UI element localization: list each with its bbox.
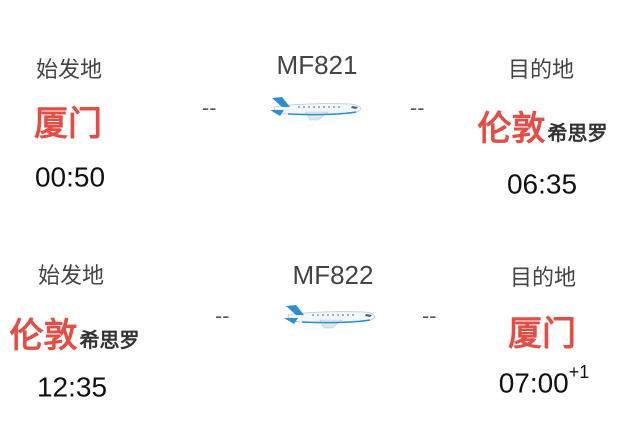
route-separator-left: -- [202,96,217,120]
departure-time: 12:35 [24,370,120,403]
destination-block: 目的地 [500,52,582,84]
flight-number: MF822 [292,260,374,290]
airplane-icon [270,97,361,121]
origin-block: 始发地 [30,258,112,290]
destination-city-name: 厦门 [508,315,576,353]
destination-city-block: 厦门 [500,306,586,355]
origin-city-block: 厦门 [28,96,110,145]
airplane-icon [284,305,375,329]
destination-city-block: 伦敦希思罗 [470,101,615,150]
arrival-day-offset: +1 [568,362,590,382]
destination-label: 目的地 [509,265,576,290]
origin-city-name: 厦门 [34,105,102,143]
destination-city: 厦门 [500,306,586,355]
destination-city-name: 伦敦 [477,110,546,148]
origin-label: 始发地 [37,263,104,288]
origin-time-block: 12:35 [24,370,120,403]
arrival-time-value: 07:00 [498,367,569,399]
destination-label: 目的地 [507,57,574,82]
flight-card-2: 始发地 伦敦希思罗 12:35 -- MF822 -- 目的地 厦门 07:00… [0,208,625,408]
route-separator-left: -- [215,304,230,328]
destination-city: 伦敦希思罗 [470,101,615,150]
flight-number: MF821 [276,50,358,80]
origin-time-block: 00:50 [22,160,118,193]
departure-time: 00:50 [22,160,118,193]
destination-block: 目的地 [502,260,584,292]
arrival-time-value: 06:35 [506,168,578,200]
origin-city: 厦门 [28,96,110,145]
arrival-time: 06:35 [494,167,590,200]
arrival-time: 07:00+1 [484,362,604,399]
origin-city-suffix: 希思罗 [79,330,140,352]
destination-time-block: 06:35 [494,167,590,200]
route-separator-right: -- [410,96,425,120]
origin-label: 始发地 [35,57,102,82]
flight-card-1: 始发地 厦门 00:50 -- MF821 -- 目的地 伦敦希思罗 06:35 [0,0,625,200]
origin-city: 伦敦希思罗 [2,308,147,357]
origin-city-name: 伦敦 [9,317,78,355]
origin-block: 始发地 [28,52,110,84]
destination-time-block: 07:00+1 [484,362,604,399]
departure-time-value: 12:35 [36,371,108,403]
origin-city-block: 伦敦希思罗 [2,308,147,357]
route-separator-right: -- [422,304,437,328]
destination-city-suffix: 希思罗 [547,123,608,145]
departure-time-value: 00:50 [34,161,106,193]
